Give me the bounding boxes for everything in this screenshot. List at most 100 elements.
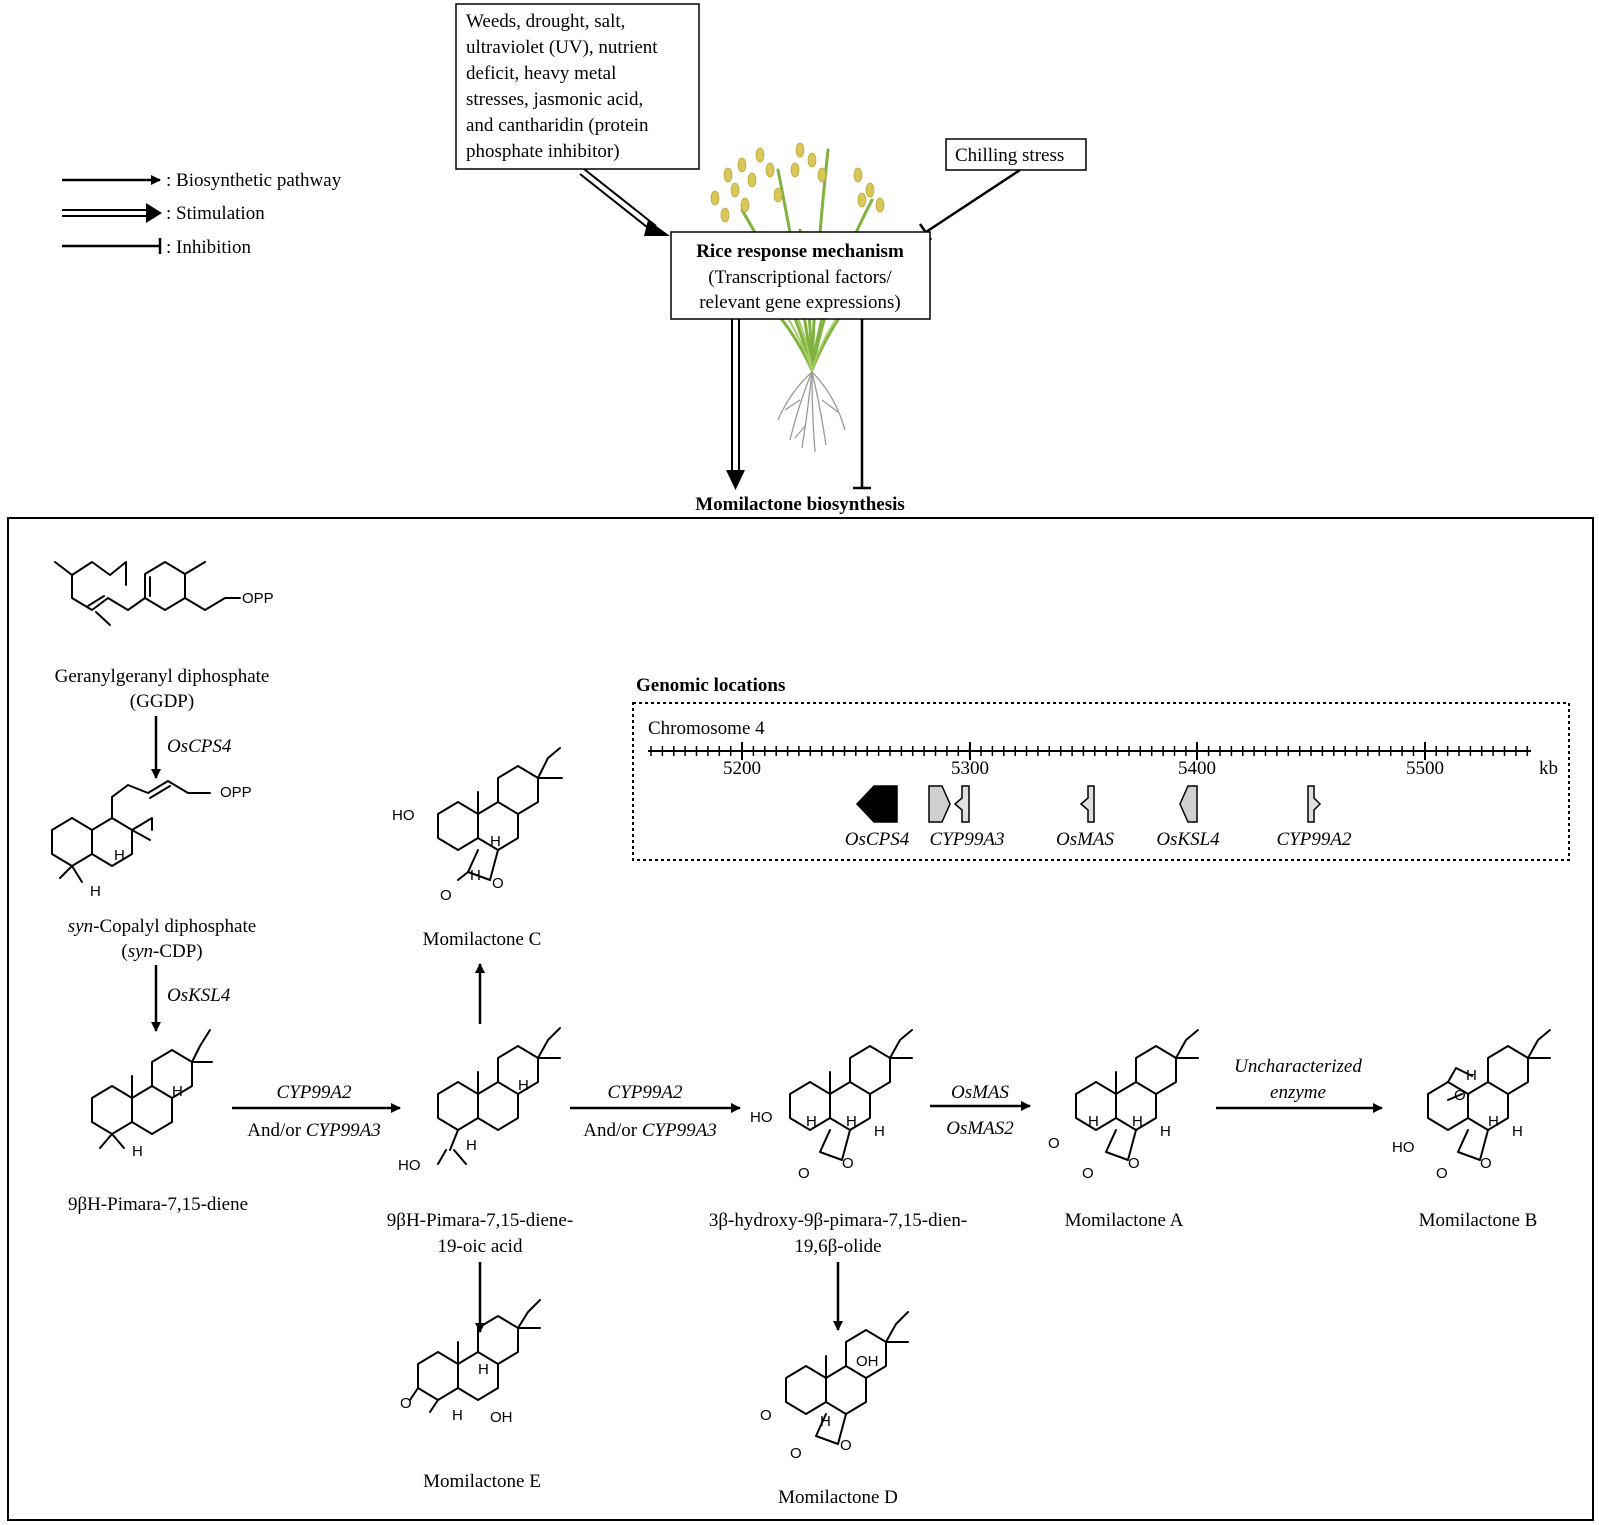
momilactone-e-oh: OH bbox=[490, 1409, 513, 1426]
olide-o2: O bbox=[842, 1155, 854, 1172]
momilactone-b-o2: O bbox=[1436, 1165, 1448, 1182]
olide-name-1: 3β-hydroxy-9β-pimara-7,15-dien- bbox=[709, 1210, 967, 1231]
stress-line-6: phosphate inhibitor) bbox=[466, 141, 620, 162]
inhibition-arrow-chilling bbox=[918, 168, 1021, 241]
gene-osmas-glyph bbox=[1079, 785, 1095, 823]
gene-osmas-label: OsMAS bbox=[1056, 829, 1115, 850]
momilactone-d-oh: OH bbox=[856, 1353, 879, 1370]
chilling-box: Chilling stress bbox=[945, 138, 1087, 171]
momilactone-d-h: H bbox=[820, 1413, 831, 1430]
tick-5500: 5500 bbox=[1406, 758, 1444, 779]
stress-line-4: stresses, jasmonic acid, bbox=[466, 89, 643, 110]
momilactone-a-o2: O bbox=[1082, 1165, 1094, 1182]
olide-structure: HO H H H O O bbox=[750, 1029, 913, 1182]
gene-osksl4-glyph bbox=[1179, 785, 1198, 823]
inhibition-arrow-biosynthesis bbox=[853, 319, 871, 490]
genomic-locations: Genomic locations Chromosome 4 5200 5300… bbox=[632, 675, 1570, 861]
momilactone-b-structure: HO H H H O O O bbox=[1392, 1029, 1551, 1182]
scdp-name-1: syn-Copalyl diphosphate bbox=[68, 916, 256, 937]
olide-h3: H bbox=[874, 1123, 885, 1140]
stimulation-arrow-biosynthesis bbox=[726, 319, 745, 490]
scdp-structure: H H OPP bbox=[51, 780, 252, 900]
enzyme-osmas2: OsMAS2 bbox=[946, 1118, 1014, 1139]
momilactone-a-name: Momilactone A bbox=[1065, 1210, 1184, 1231]
olide-ho: HO bbox=[750, 1109, 773, 1126]
response-line-2: relevant gene expressions) bbox=[699, 292, 901, 313]
olide-name-2: 19,6β-olide bbox=[794, 1236, 881, 1257]
gene-cyp99a3-glyph-1 bbox=[928, 785, 951, 823]
momilactone-c-o2: O bbox=[492, 875, 504, 892]
legend-pathway-label: : Biosynthetic pathway bbox=[166, 170, 342, 191]
scdp-h2: H bbox=[90, 883, 101, 900]
pimaradiene-h2: H bbox=[132, 1143, 143, 1160]
gene-osksl4-label: OsKSL4 bbox=[1156, 829, 1220, 850]
pimaradiene-acid-structure: H H HO bbox=[398, 1027, 561, 1174]
axis-minor-ticks bbox=[650, 742, 1529, 760]
acid-ho: HO bbox=[398, 1157, 421, 1174]
stress-line-2: ultraviolet (UV), nutrient bbox=[466, 37, 658, 58]
momilactone-d-structure: O OH H O O bbox=[760, 1311, 909, 1462]
legend-inhibition-arrow bbox=[62, 238, 162, 254]
enzyme-uncharacterized-2: enzyme bbox=[1270, 1082, 1326, 1103]
momilactone-e-structure: O H H OH bbox=[400, 1299, 541, 1426]
momilactone-e-o: O bbox=[400, 1395, 412, 1412]
genomic-title: Genomic locations bbox=[636, 675, 785, 696]
ggdp-structure: OPP bbox=[54, 561, 274, 626]
enzyme-cyp99a2-2: CYP99A2 bbox=[608, 1082, 683, 1103]
ggdp-name-2: (GGDP) bbox=[130, 691, 194, 712]
ggdp-opp: OPP bbox=[242, 590, 274, 607]
pimaradiene-h: H bbox=[172, 1083, 183, 1100]
olide-o1: O bbox=[798, 1165, 810, 1182]
enzyme-uncharacterized-1: Uncharacterized bbox=[1234, 1056, 1362, 1077]
olide-h2: H bbox=[846, 1113, 857, 1130]
momilactone-a-o3: O bbox=[1128, 1155, 1140, 1172]
stress-line-1: Weeds, drought, salt, bbox=[466, 11, 625, 32]
pathway-panel bbox=[7, 517, 1594, 1521]
acid-name-1: 9βH-Pimara-7,15-diene- bbox=[387, 1210, 573, 1231]
olide-h: H bbox=[806, 1113, 817, 1130]
momilactone-c-structure: HO H H O O bbox=[392, 747, 563, 904]
momilactone-d-o2: O bbox=[790, 1445, 802, 1462]
legend-stimulation-arrow bbox=[62, 203, 162, 223]
gene-cyp99a2-label: CYP99A2 bbox=[1277, 829, 1352, 850]
momilactone-a-h2: H bbox=[1132, 1113, 1143, 1130]
momilactone-c-h: H bbox=[490, 833, 501, 850]
stress-box: Weeds, drought, salt, ultraviolet (UV), … bbox=[455, 3, 700, 170]
momilactone-c-ho: HO bbox=[392, 807, 415, 824]
response-title: Rice response mechanism bbox=[696, 241, 904, 262]
stress-line-5: and cantharidin (protein bbox=[466, 115, 649, 136]
enzyme-cyp99a3-2: And/or CYP99A3 bbox=[583, 1120, 717, 1141]
legend-stimulation-label: : Stimulation bbox=[166, 203, 265, 224]
momilactone-c-name: Momilactone C bbox=[423, 929, 542, 950]
biosynthesis-label: Momilactone biosynthesis bbox=[695, 494, 905, 515]
gene-oscps4-label: OsCPS4 bbox=[845, 829, 910, 850]
acid-h: H bbox=[518, 1077, 529, 1094]
acid-name-2: 19-oic acid bbox=[438, 1236, 523, 1257]
enzyme-osmas: OsMAS bbox=[951, 1082, 1010, 1103]
momilactone-d-o3: O bbox=[840, 1437, 852, 1454]
scdp-opp: OPP bbox=[220, 784, 252, 801]
gene-oscps4-glyph bbox=[855, 785, 898, 823]
momilactone-d-name: Momilactone D bbox=[778, 1487, 898, 1508]
legend: : Biosynthetic pathway : Stimulation : I… bbox=[62, 170, 342, 258]
acid-h2: H bbox=[466, 1137, 477, 1154]
scdp-h: H bbox=[114, 847, 125, 864]
gene-cyp99a3-glyph-2 bbox=[953, 785, 970, 823]
legend-inhibition-label: : Inhibition bbox=[166, 237, 251, 258]
momilactone-a-o: O bbox=[1048, 1135, 1060, 1152]
momilactone-b-name: Momilactone B bbox=[1419, 1210, 1538, 1231]
enzyme-oscps4: OsCPS4 bbox=[167, 736, 232, 757]
gene-cyp99a3-label: CYP99A3 bbox=[930, 829, 1005, 850]
momilactone-b-h2: H bbox=[1488, 1113, 1499, 1130]
ggdp-name-1: Geranylgeranyl diphosphate bbox=[55, 666, 270, 687]
momilactone-a-h: H bbox=[1088, 1113, 1099, 1130]
enzyme-cyp99a3-1: And/or CYP99A3 bbox=[247, 1120, 381, 1141]
momilactone-a-structure: O H H H O O bbox=[1048, 1029, 1199, 1182]
momilactone-b-ho: HO bbox=[1392, 1139, 1415, 1156]
tick-5300: 5300 bbox=[951, 758, 989, 779]
gene-cyp99a2-glyph bbox=[1307, 785, 1322, 823]
momilactone-e-h2: H bbox=[452, 1407, 463, 1424]
axis-unit: kb bbox=[1539, 758, 1558, 779]
momilactone-e-h: H bbox=[478, 1361, 489, 1378]
